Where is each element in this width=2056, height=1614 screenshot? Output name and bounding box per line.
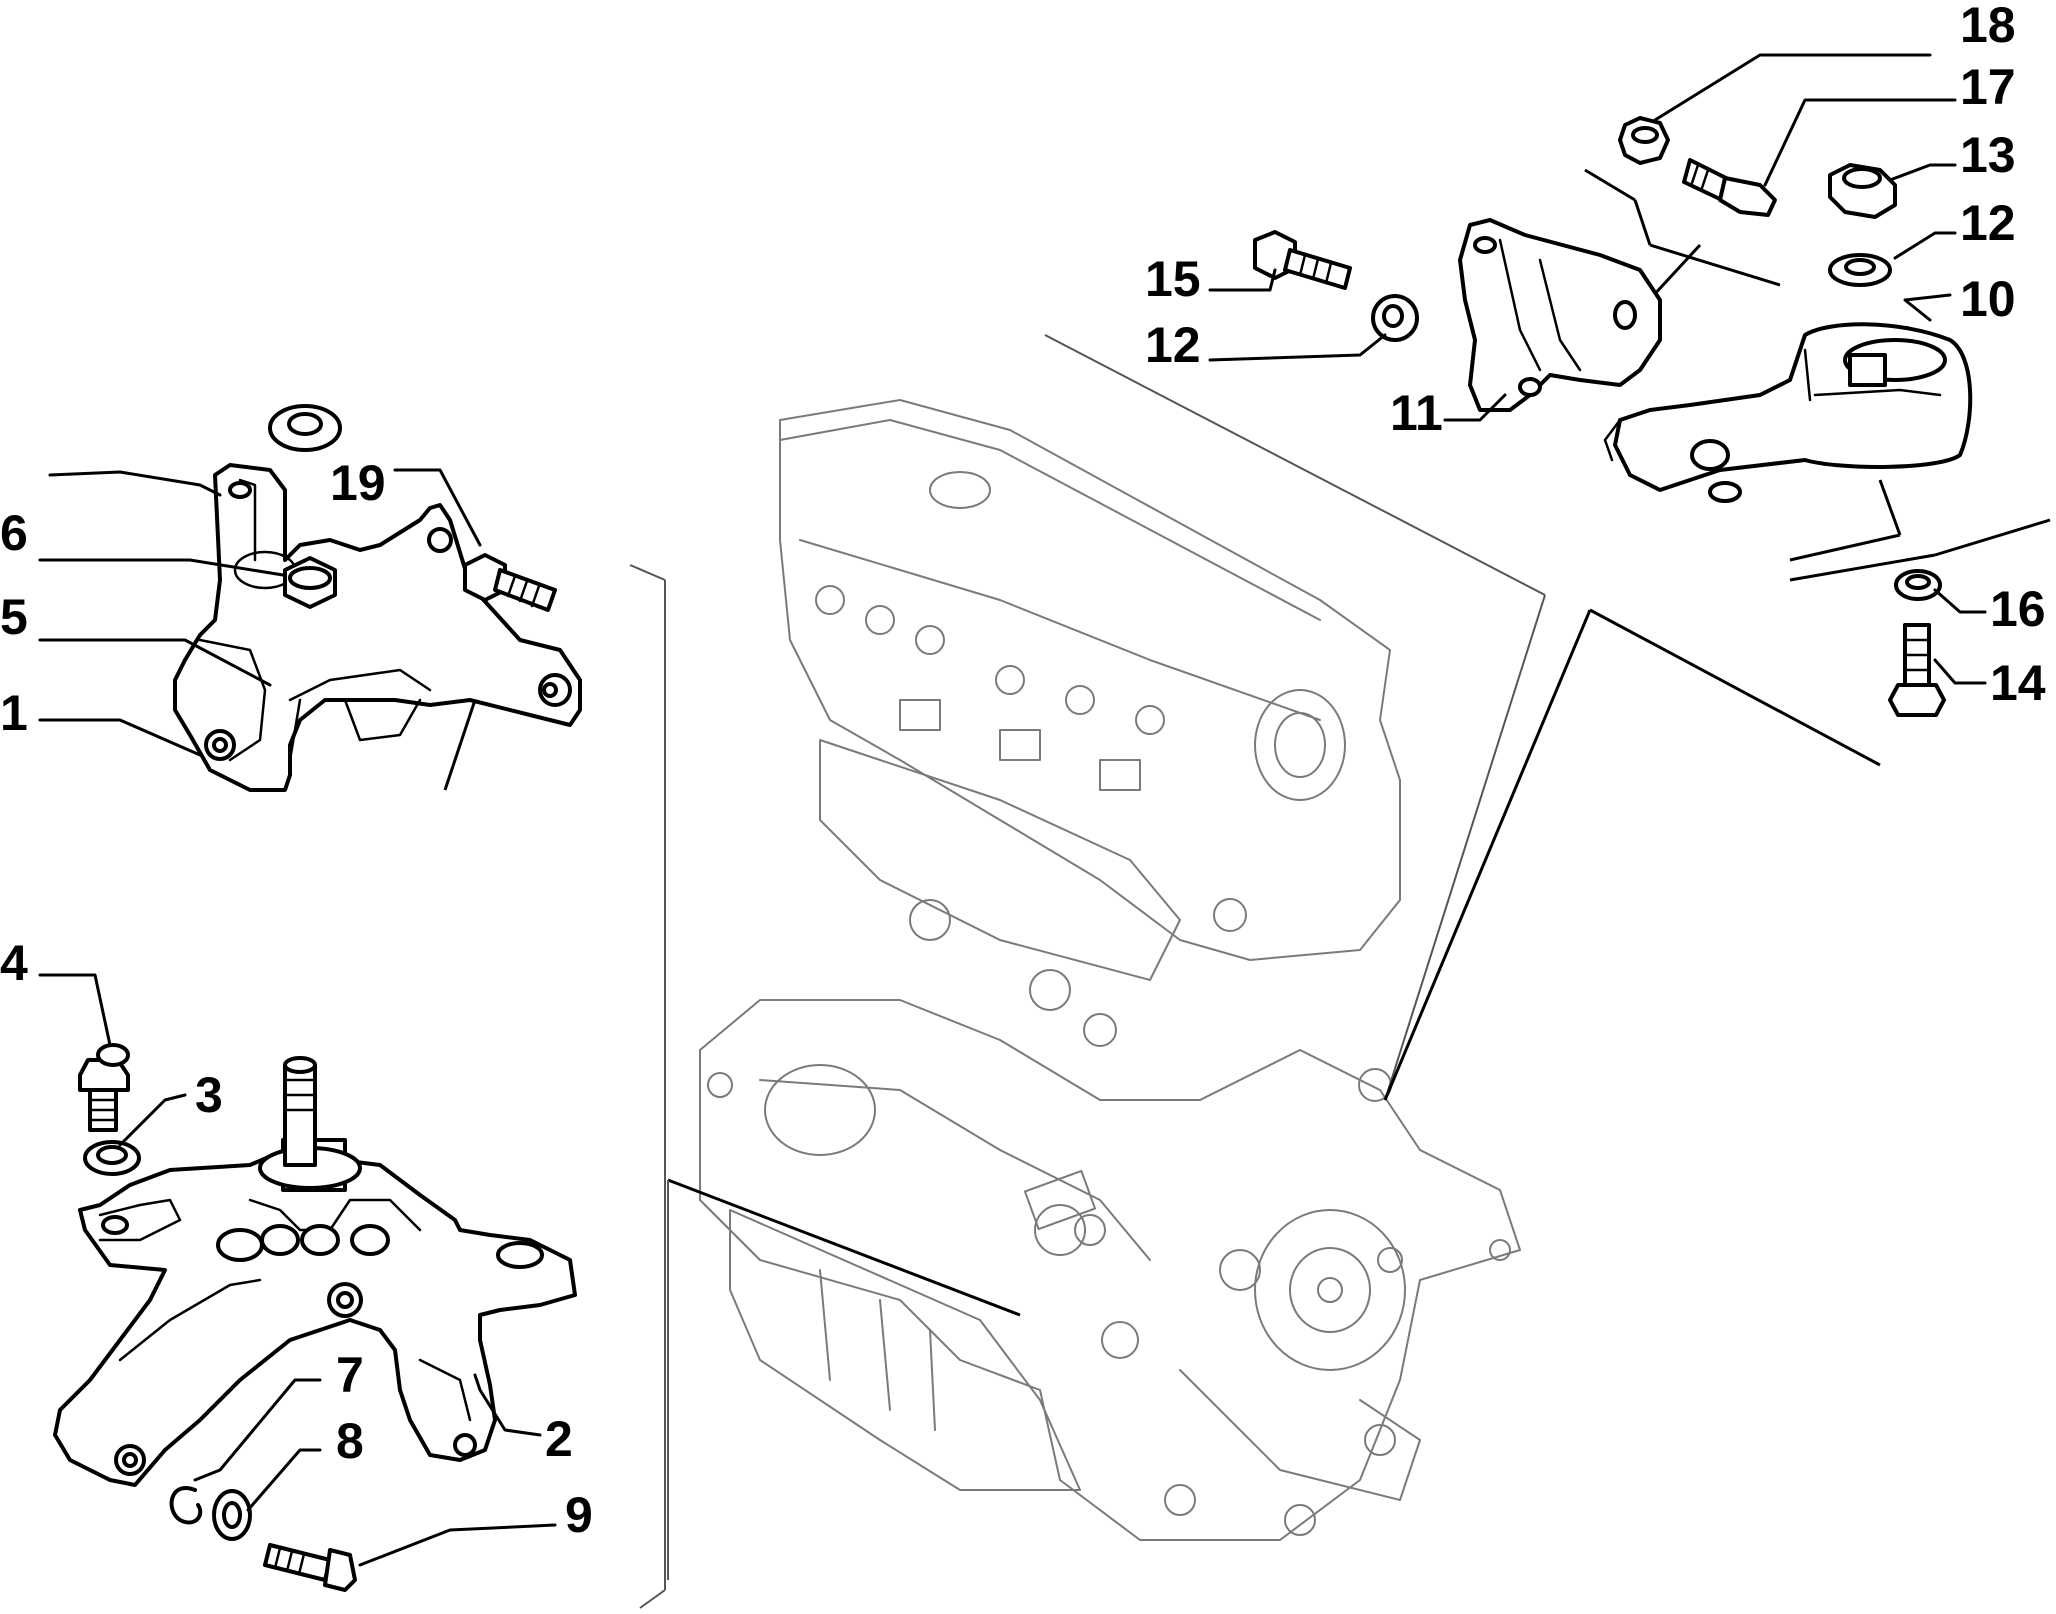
callout-16: 16 bbox=[1990, 581, 2046, 637]
callout-14: 14 bbox=[1990, 655, 2046, 711]
part-5-washer bbox=[268, 404, 342, 452]
part-11-bracket bbox=[1458, 218, 1662, 412]
callout-4: 4 bbox=[0, 935, 28, 991]
callout-6: 6 bbox=[0, 505, 28, 561]
part-13-nut bbox=[1828, 163, 1897, 219]
part-9-bolt bbox=[263, 1543, 357, 1592]
part-10-torque-rod bbox=[1603, 322, 1973, 503]
callout-12b: 12 bbox=[1960, 195, 2016, 251]
part-14-bolt bbox=[1888, 623, 1946, 717]
callout-7: 7 bbox=[336, 1347, 364, 1403]
part-18-nut bbox=[1618, 116, 1670, 165]
callout-10: 10 bbox=[1960, 271, 2016, 327]
callouts: 1 2 3 4 5 6 7 8 9 10 11 12 12 13 14 15 1… bbox=[0, 0, 2046, 1543]
part-8-washer bbox=[212, 1489, 252, 1541]
part-12-washer-a bbox=[1371, 294, 1419, 342]
callout-1: 1 bbox=[0, 685, 28, 741]
engine-block bbox=[699, 399, 1521, 1541]
part-19-bolt bbox=[463, 553, 557, 612]
part-2-lower-bracket bbox=[53, 1056, 577, 1487]
part-12-washer-b bbox=[1828, 253, 1892, 287]
part-3-washer bbox=[83, 1140, 141, 1176]
part-15-bolt bbox=[1253, 230, 1352, 290]
callout-8: 8 bbox=[336, 1413, 364, 1469]
callout-9: 9 bbox=[565, 1487, 593, 1543]
leader-lines bbox=[38, 53, 1987, 1567]
callout-13: 13 bbox=[1960, 127, 2016, 183]
callout-5: 5 bbox=[0, 589, 28, 645]
callout-17: 17 bbox=[1960, 59, 2016, 115]
callout-15: 15 bbox=[1145, 251, 1201, 307]
part-6-nut bbox=[283, 556, 337, 609]
guide-lines bbox=[434, 168, 2051, 1609]
callout-2: 2 bbox=[545, 1411, 573, 1467]
callout-3: 3 bbox=[195, 1067, 223, 1123]
part-4-bolt bbox=[78, 1043, 130, 1132]
callout-19: 19 bbox=[330, 455, 386, 511]
engine-lower-block bbox=[699, 999, 1521, 1541]
callout-18: 18 bbox=[1960, 0, 2016, 53]
part-1-upper-mount bbox=[173, 463, 582, 792]
callout-11: 11 bbox=[1390, 385, 1443, 441]
oil-pan bbox=[729, 1209, 1081, 1491]
callout-12a: 12 bbox=[1145, 317, 1201, 373]
part-17-bolt bbox=[1682, 158, 1777, 217]
crank-pulley bbox=[1254, 1209, 1406, 1371]
part-16-washer bbox=[1894, 569, 1942, 601]
part-7-clip bbox=[169, 1486, 203, 1525]
cylinder-head bbox=[779, 399, 1401, 961]
